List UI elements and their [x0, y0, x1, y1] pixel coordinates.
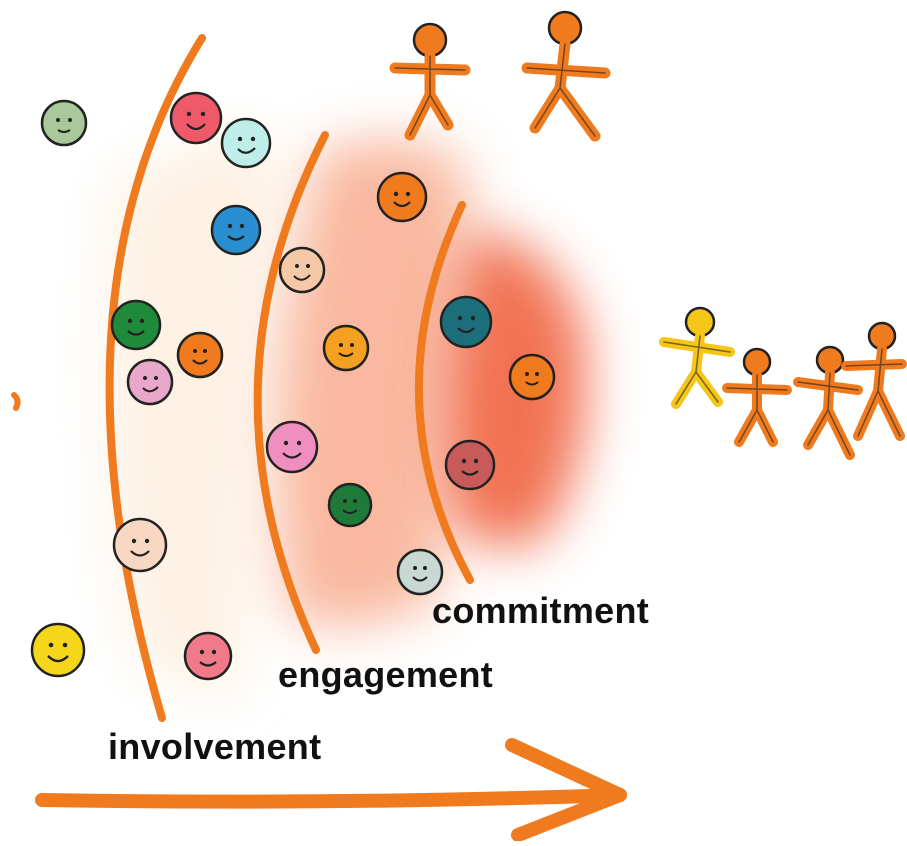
- person-figure-icon: [722, 347, 792, 447]
- smiley-face-icon: [169, 91, 223, 145]
- smiley-face-icon: [396, 548, 444, 596]
- smiley-face-icon: [210, 204, 262, 256]
- smiley-face-icon: [40, 99, 88, 147]
- person-figure-icon: [389, 22, 471, 141]
- involvement-arc: [105, 34, 206, 722]
- smiley-face-icon: [265, 420, 319, 474]
- commitment-arc: [414, 201, 474, 584]
- smiley-face-icon: [126, 358, 174, 406]
- smiley-face-icon: [376, 171, 428, 223]
- smiley-face-icon: [220, 117, 272, 169]
- smiley-face-icon: [508, 353, 556, 401]
- smiley-face-icon: [183, 631, 233, 681]
- person-figure-icon: [793, 345, 863, 460]
- person-figure-icon: [841, 321, 907, 441]
- smiley-face-icon: [439, 295, 493, 349]
- smiley-face-icon: [110, 299, 162, 351]
- smiley-face-icon: [176, 331, 224, 379]
- progress-arrow-head: [505, 738, 627, 842]
- engagement-label: engagement: [278, 654, 494, 695]
- involvement-label: involvement: [108, 726, 322, 767]
- left-edge-mark: [11, 392, 21, 411]
- smiley-faces: [30, 91, 556, 681]
- progress-arrow: [35, 788, 627, 809]
- smiley-face-icon: [444, 439, 496, 491]
- smiley-face-icon: [112, 517, 168, 573]
- person-figure-leader-icon: [659, 306, 735, 409]
- smiley-face-icon: [327, 482, 373, 528]
- commitment-label: commitment: [432, 590, 650, 631]
- engagement-zone: [275, 140, 470, 627]
- smiley-face-icon: [30, 622, 86, 678]
- smiley-face-icon: [322, 324, 370, 372]
- person-figure-icon: [521, 10, 611, 142]
- engagement-arc: [253, 131, 329, 654]
- smiley-face-icon: [278, 246, 326, 294]
